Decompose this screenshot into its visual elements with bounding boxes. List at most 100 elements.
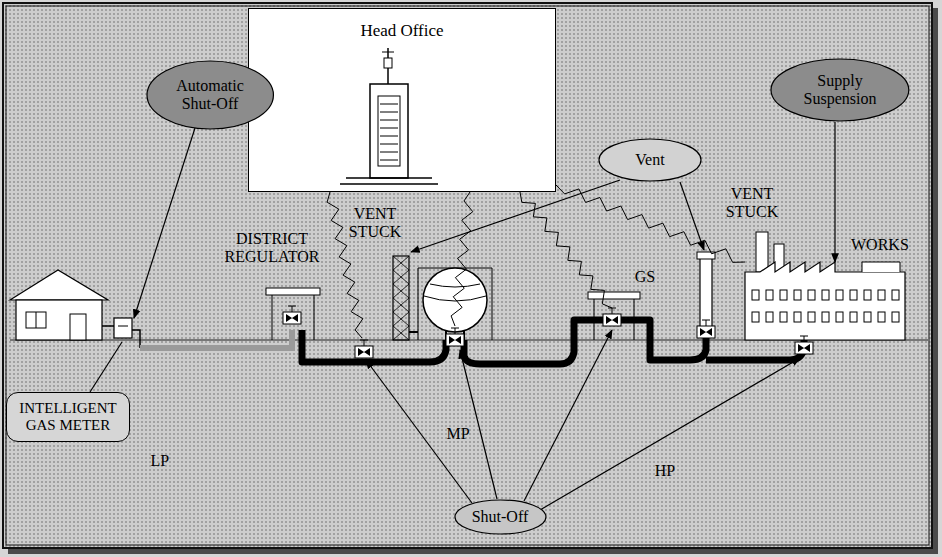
callout-arrows — [411, 180, 620, 252]
valve-symbols — [286, 314, 298, 322]
house — [36, 312, 37, 328]
works-factory — [892, 312, 899, 322]
vent-stack-pipe — [697, 252, 715, 332]
head-office-building — [380, 104, 398, 105]
frame — [6, 6, 929, 545]
works-factory — [864, 290, 871, 300]
works-factory — [836, 312, 843, 322]
radio-links — [327, 185, 745, 338]
works-factory — [808, 290, 815, 300]
node-text: Vent — [635, 151, 664, 169]
valve-symbols — [355, 346, 373, 358]
vent-stack-tower — [393, 312, 409, 326]
works-factory — [780, 290, 787, 300]
callout-arrows — [540, 358, 800, 510]
station-label: WORKS — [851, 236, 909, 254]
house — [26, 312, 46, 328]
valve-symbols — [700, 328, 712, 336]
lp-pipe — [140, 330, 292, 348]
valve-symbols — [606, 316, 618, 324]
valve-symbols — [288, 306, 296, 312]
head-office-building — [380, 144, 398, 145]
works-factory — [766, 290, 773, 300]
works-factory — [836, 290, 843, 300]
head-office-building — [380, 128, 398, 129]
vent-stack-tower — [393, 256, 418, 340]
head-office-building — [380, 152, 398, 153]
radio-links — [451, 192, 473, 326]
head-office-building — [248, 8, 556, 192]
vent-stack-pipe — [700, 258, 712, 332]
node-text: Shut-Off — [472, 508, 529, 526]
valve-symbols — [358, 348, 370, 356]
frame — [3, 3, 938, 554]
head-office-building — [346, 177, 432, 179]
gas-holder — [492, 268, 493, 340]
vent-stack-tower — [393, 298, 409, 312]
oval-fill — [455, 500, 546, 534]
oval-fill — [599, 139, 701, 181]
works-factory — [850, 312, 857, 322]
valve-symbols — [446, 328, 464, 346]
head-office-building — [378, 96, 400, 166]
house — [10, 270, 108, 340]
head-office-building — [380, 112, 398, 113]
valve-symbols — [449, 336, 461, 344]
works-factory — [752, 290, 759, 300]
valve-symbols — [283, 312, 301, 324]
works-factory — [862, 262, 900, 272]
valve-symbols — [451, 328, 459, 334]
callout-oval: Vent — [598, 138, 702, 182]
callout-arrows — [134, 128, 195, 318]
callout-arrows — [90, 122, 835, 510]
head-office-building — [380, 104, 398, 160]
gas-meter — [102, 326, 140, 348]
head-office-building — [380, 120, 398, 121]
works-factory — [766, 312, 773, 322]
valve-symbols — [446, 334, 464, 346]
works-factory — [780, 312, 787, 322]
valve-symbols — [795, 336, 813, 354]
radio-links — [556, 185, 745, 262]
head-office-building — [380, 160, 398, 161]
district-regulator — [272, 295, 273, 340]
valve-symbols — [702, 320, 710, 326]
valve-symbols — [798, 344, 810, 352]
district-regulator — [266, 288, 320, 340]
valve-symbols — [283, 306, 301, 324]
callout-arrows — [366, 360, 472, 503]
head-office-building — [370, 84, 408, 178]
valve-symbols — [360, 340, 368, 346]
governor-station — [594, 299, 595, 340]
lp-pipe — [140, 330, 292, 348]
works-factory — [892, 290, 899, 300]
pressure-label: LP — [151, 452, 170, 470]
pressure-label: MP — [446, 425, 469, 443]
works-factory — [756, 232, 768, 272]
works-factory — [822, 290, 829, 300]
governor-station — [588, 292, 640, 340]
station-label: DISTRICT REGULATOR — [211, 230, 333, 266]
works-factory — [752, 290, 899, 322]
part-label: VENT STUCK — [345, 205, 405, 241]
vent-stack-tower — [393, 256, 409, 340]
works-factory — [822, 312, 829, 322]
vent-stack-tower — [409, 331, 418, 333]
valve-symbols — [283, 306, 813, 358]
house — [16, 300, 102, 340]
valve-symbols — [603, 308, 621, 326]
head-office-building — [248, 8, 556, 192]
works-factory — [878, 290, 885, 300]
valve-symbols — [608, 308, 616, 314]
part-label: VENT STUCK — [722, 185, 782, 221]
gas-meter — [118, 326, 128, 327]
oval-fill — [771, 59, 909, 121]
gas-meter — [114, 318, 132, 338]
office-box: Head Office — [248, 8, 556, 192]
head-office-building — [384, 58, 392, 68]
valve-symbols — [697, 320, 715, 338]
callout-box: INTELLIGENT GAS METER — [6, 392, 130, 442]
